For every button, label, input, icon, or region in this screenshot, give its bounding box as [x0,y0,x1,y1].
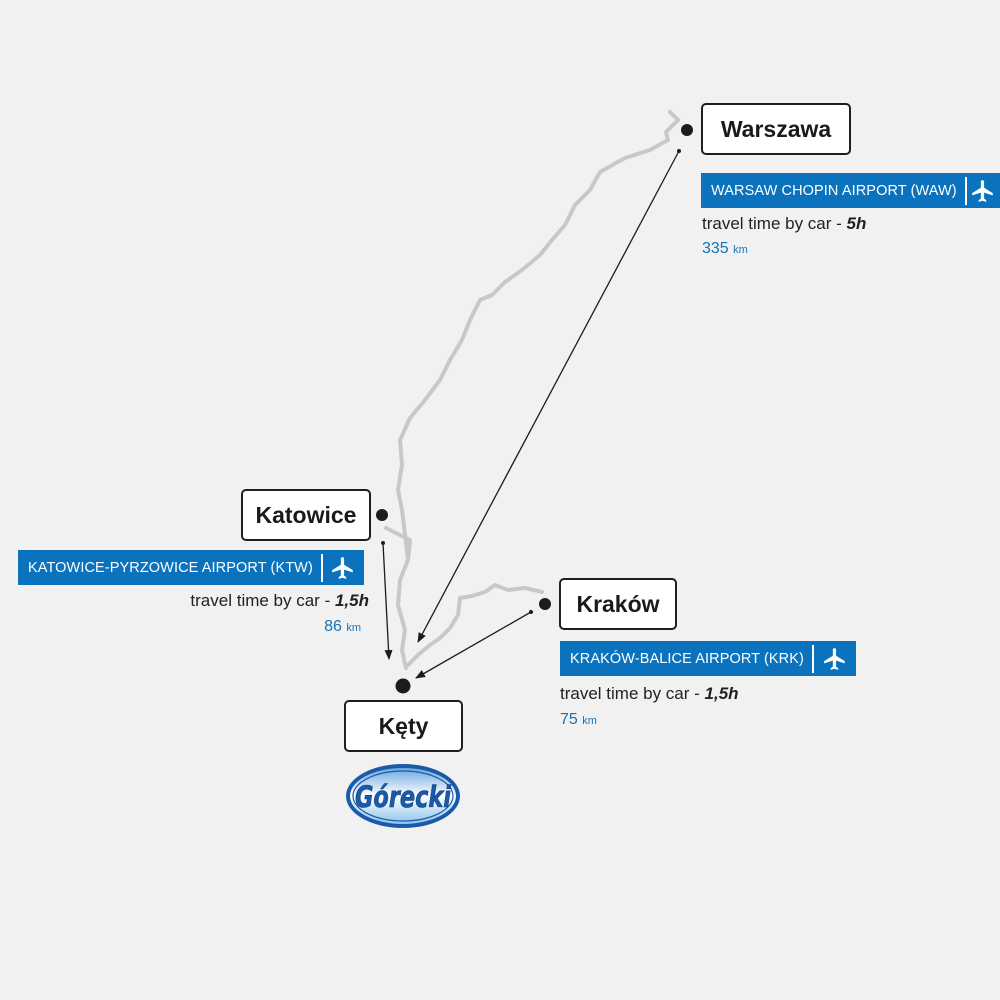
marker-katowice [376,509,388,521]
distance-katowice: 86 km [324,618,361,636]
city-label-warszawa: Warszawa [701,103,851,155]
travel-time-katowice: travel time by car - 1,5h [190,591,369,611]
marker-warszawa [681,124,693,136]
travel-duration: 5h [846,214,867,233]
distance-value: 86 [324,618,342,635]
city-label-kety: Kęty [344,700,463,752]
distance-value: 335 [702,240,729,257]
airport-name-warsaw: WARSAW CHOPIN AIRPORT (WAW) [711,182,957,199]
arrow-tail-krakow [529,610,533,614]
direction-arrows [382,150,680,679]
gorecki-logo: Górecki [346,764,460,828]
marker-krakow [539,598,551,610]
travel-label: travel time by car - [702,214,847,233]
airport-bar-katowice: KATOWICE-PYRZOWICE AIRPORT (KTW) [18,550,364,585]
city-label-katowice: Katowice [241,489,371,541]
distance-krakow: 75 km [560,711,597,729]
distance-unit: km [346,622,361,634]
airplane-icon [323,550,364,585]
arrow-warszawa-kety [417,150,680,643]
logo-text: Górecki [355,780,452,814]
arrow-tail-katowice [381,541,385,545]
arrow-krakow-kety [415,611,532,679]
travel-time-warsaw: travel time by car - 5h [702,214,866,234]
airport-bar-warsaw: WARSAW CHOPIN AIRPORT (WAW) [701,173,1000,208]
travel-duration: 1,5h [334,591,369,610]
distance-value: 75 [560,711,578,728]
airport-separator [964,176,967,205]
travel-label: travel time by car - [190,591,335,610]
road-krakow-kety [406,583,544,667]
travel-time-krakow: travel time by car - 1,5h [560,684,739,704]
road-katowice-branch [384,526,412,562]
black-dot-markers [376,124,693,694]
distance-unit: km [582,715,597,727]
airport-name-katowice: KATOWICE-PYRZOWICE AIRPORT (KTW) [28,559,313,576]
airport-name-krakow: KRAKÓW-BALICE AIRPORT (KRK) [570,650,804,667]
airplane-icon [814,641,856,676]
city-label-krakow: Kraków [559,578,677,630]
travel-label: travel time by car - [560,684,705,703]
arrow-katowice-kety [382,542,393,660]
grey-road-lines [384,110,680,670]
airport-separator [320,553,323,582]
marker-kety [395,678,411,694]
airport-separator [811,644,814,673]
arrow-tail-warszawa [677,149,681,153]
distance-warsaw: 335 km [702,240,748,258]
travel-duration: 1,5h [704,684,739,703]
airplane-icon [967,173,1000,208]
distance-unit: km [733,244,748,256]
airport-bar-krakow: KRAKÓW-BALICE AIRPORT (KRK) [560,641,856,676]
